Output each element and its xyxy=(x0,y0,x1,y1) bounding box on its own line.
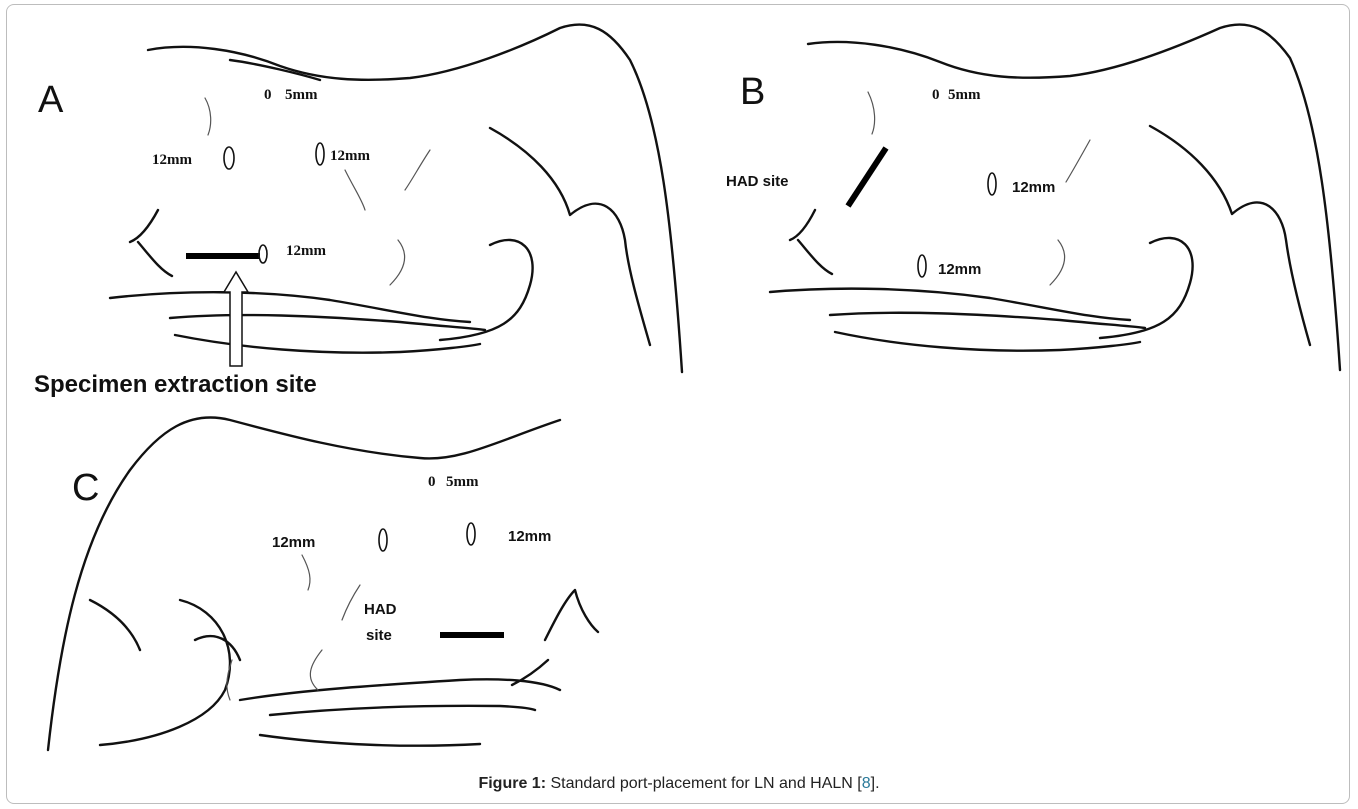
port-ellipse xyxy=(224,147,234,169)
panel-c-abdomen-lower xyxy=(240,679,560,700)
port-ellipse xyxy=(379,529,387,551)
panel-b-port-low-label: 12mm xyxy=(938,261,981,278)
panel-c-had-line1: HAD xyxy=(364,601,397,618)
panel-b-crease-2 xyxy=(1066,140,1090,182)
caption-label: Figure 1: xyxy=(478,775,546,792)
panel-b-letter: B xyxy=(740,71,765,113)
caption-end: ]. xyxy=(871,775,880,792)
panel-c-body-outline xyxy=(48,417,560,750)
port-ellipse xyxy=(467,523,475,545)
port-symbol: 0 xyxy=(428,474,436,490)
panel-b-port-mid-label: 12mm xyxy=(1012,179,1055,196)
caption-reference-link[interactable]: 8 xyxy=(862,775,871,792)
panel-b-abdomen-lower-2 xyxy=(830,313,1145,328)
panel-c-right-side xyxy=(512,590,598,685)
panel-a-bottom xyxy=(175,335,480,353)
panel-a-crease-4 xyxy=(345,170,365,210)
panel-a-crease-2 xyxy=(405,150,430,190)
panel-a-crease-3 xyxy=(390,240,405,285)
panel-a-extraction-label: Specimen extraction site xyxy=(34,371,317,398)
panel-c-crease-3 xyxy=(310,650,322,690)
panel-a-port-low-label: 12mm xyxy=(286,243,326,259)
port-ellipse xyxy=(316,143,324,165)
panel-c-port-left-label: 12mm xyxy=(272,534,315,551)
panel-a-abdomen-lower xyxy=(110,292,470,322)
panel-b-abdomen-lower xyxy=(770,289,1130,320)
port-ellipse xyxy=(918,255,926,277)
port-symbol: 0 xyxy=(932,87,940,103)
panel-a: A 0 5mm 12mm 12mm 12mm Specimen extracti… xyxy=(34,25,682,398)
panel-a-port-top-label: 5mm xyxy=(285,87,318,103)
panel-b-crease-3 xyxy=(1050,240,1065,285)
panel-a-port-mid-label: 12mm xyxy=(330,148,370,164)
panel-a-abdomen-lower-2 xyxy=(170,315,485,330)
panel-c-had-line2: site xyxy=(366,627,392,644)
panel-c-crease-4 xyxy=(227,660,232,700)
up-arrow-icon xyxy=(224,272,248,366)
panel-b-had-bar xyxy=(848,148,886,206)
panel-a-letter: A xyxy=(38,79,64,121)
panel-b-port-top-label: 5mm xyxy=(948,87,981,103)
panel-b-left-side xyxy=(790,210,832,274)
panel-b-body-outline xyxy=(808,25,1340,370)
caption-text: Standard port-placement for LN and HALN … xyxy=(546,775,862,792)
panel-a-crease-1 xyxy=(205,98,211,135)
panel-c-letter: C xyxy=(72,467,99,509)
port-symbol: 0 xyxy=(264,87,272,103)
panel-c-thigh xyxy=(90,600,230,745)
panel-a-thigh-curve xyxy=(490,128,650,345)
panel-c-abdomen-lower-2 xyxy=(270,706,535,715)
port-ellipse xyxy=(259,245,267,263)
figure-caption: Figure 1: Standard port-placement for LN… xyxy=(0,775,1358,793)
panel-a-body-outline xyxy=(148,25,682,372)
panel-a-port-left-label: 12mm xyxy=(152,152,192,168)
panel-b-bottom xyxy=(835,332,1140,351)
panel-c-bottom xyxy=(260,735,480,746)
panel-b-hip xyxy=(1100,238,1193,338)
panel-b-had-label: HAD site xyxy=(726,173,789,190)
panel-c-hip xyxy=(195,636,240,660)
panel-b: B 0 5mm HAD site 12mm 12mm xyxy=(726,25,1340,370)
panel-b-crease-1 xyxy=(868,92,875,134)
port-ellipse xyxy=(988,173,996,195)
panel-c-port-top-label: 5mm xyxy=(446,474,479,490)
panel-a-hip xyxy=(440,240,533,340)
panel-c-crease-1 xyxy=(302,555,310,590)
panel-c: C 0 5mm 12mm 12mm HAD site xyxy=(48,417,598,750)
panel-a-left-side xyxy=(130,210,172,276)
panel-c-port-right-label: 12mm xyxy=(508,528,551,545)
panel-c-crease-2 xyxy=(342,585,360,620)
